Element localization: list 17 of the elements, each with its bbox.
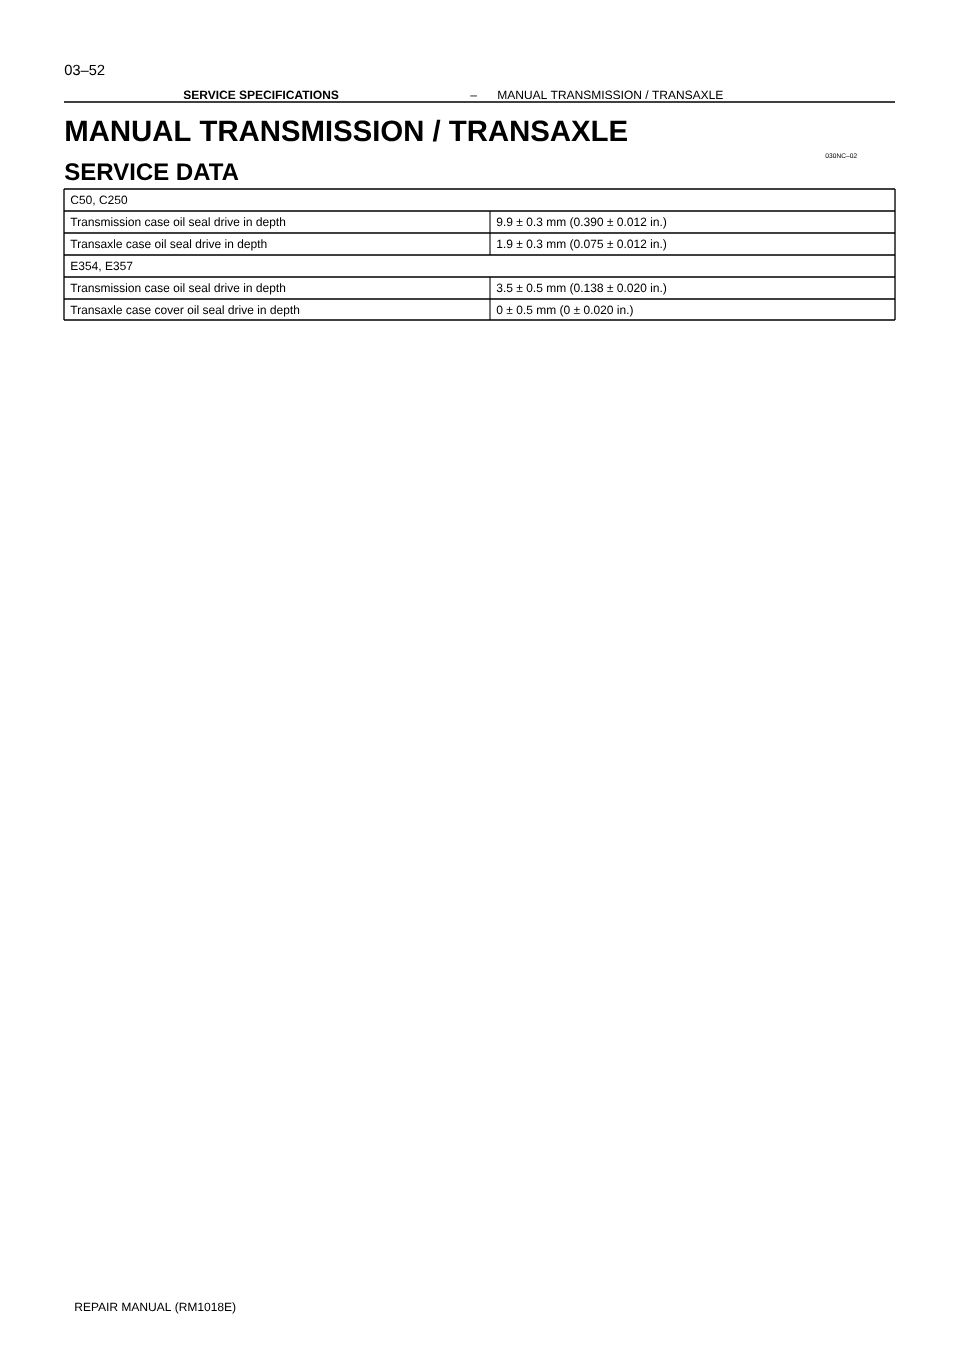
table-cell: E354, E357 [71,261,133,272]
table-cell: 1.9 ± 0.3 mm (0.075 ± 0.012 in.) [497,239,667,251]
header-text: SERVICE SPECIFICATIONS [183,90,339,100]
footer-text: REPAIR MANUAL (RM1018E) [75,1302,236,1314]
subsection-title: SERVICE DATA [64,163,239,181]
page-number: 03–52 [64,64,105,76]
table-cell: 9.9 ± 0.3 mm (0.390 ± 0.012 in.) [496,217,667,229]
table-cell: 0 ± 0.5 mm (0 ± 0.020 in.) [496,305,633,317]
header-text: – [470,95,477,97]
table-cell: C50, C250 [70,195,128,206]
table-cell: Transaxle case cover oil seal drive in depth [70,305,300,317]
table-cell: Transaxle case oil seal drive in depth [70,239,267,251]
section-title: MANUAL TRANSMISSION / TRANSAXLE [66,119,627,142]
header-text: MANUAL TRANSMISSION / TRANSAXLE [498,90,723,100]
table-cell: Transmission case oil seal drive in depth [70,283,286,295]
table-cell: 3.5 ± 0.5 mm (0.138 ± 0.020 in.) [496,283,667,295]
table-cell: Transmission case oil seal drive in depth [70,217,286,229]
